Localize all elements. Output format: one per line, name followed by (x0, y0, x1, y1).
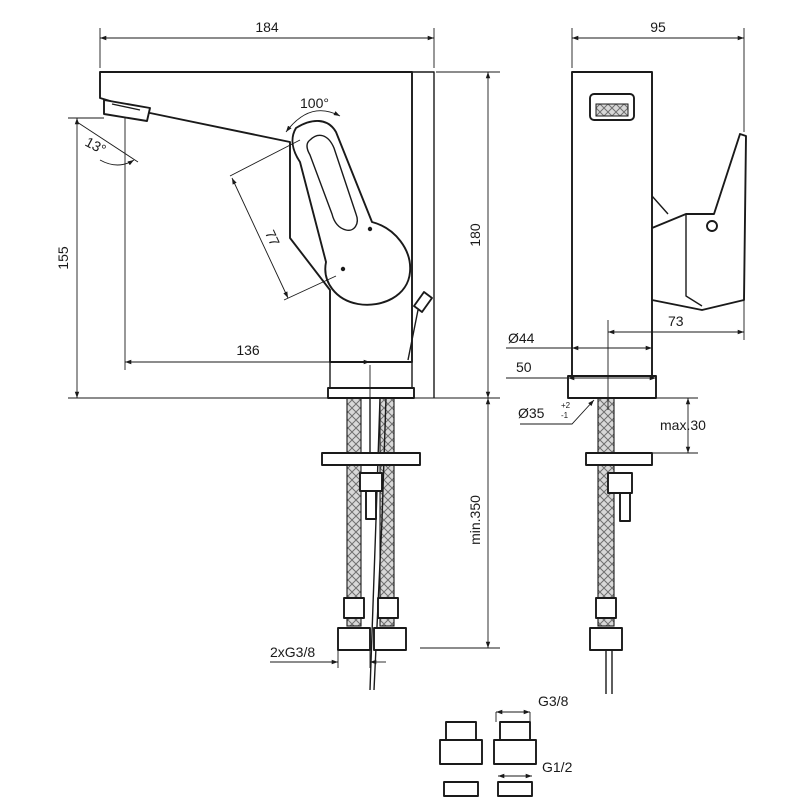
label-95: 95 (650, 19, 666, 35)
side-mounting-plate (585, 452, 653, 466)
dimension-labels: 184 95 100° 13° 77 155 180 136 min.350 2… (55, 19, 706, 775)
label-tol-upper: +2 (561, 401, 571, 410)
mounting-nut (359, 472, 383, 492)
side-lever (651, 133, 747, 311)
lever-pivot-dot (367, 226, 373, 232)
adapter-left-top (445, 721, 477, 741)
side-stud-end (619, 492, 631, 522)
label-77: 77 (262, 227, 283, 248)
hose-nut-left (337, 627, 371, 651)
hose-fitting-right (377, 597, 399, 619)
dim-line-77 (231, 177, 289, 299)
label-max-30: max.30 (660, 417, 706, 433)
side-body (571, 71, 653, 377)
label-50: 50 (516, 359, 532, 375)
lever-screw-dot (340, 266, 346, 272)
label-min-350: min.350 (467, 495, 483, 545)
front-view (99, 71, 435, 691)
adapter-right-stem (497, 781, 533, 797)
label-100-deg: 100° (300, 95, 329, 111)
label-180: 180 (467, 223, 483, 247)
side-mounting-nut (607, 472, 633, 494)
side-hose (597, 397, 615, 627)
label-2xg38: 2xG3/8 (270, 644, 315, 660)
mounting-plate (321, 452, 421, 466)
label-73: 73 (668, 313, 684, 329)
label-adapter-g12: G1/2 (542, 759, 573, 775)
dim-arc-13 (99, 159, 135, 166)
spout-angle-ref (76, 121, 139, 163)
label-diam-44: Ø44 (508, 330, 535, 346)
label-tol-lower: -1 (561, 411, 569, 420)
label-adapter-g38: G3/8 (538, 693, 569, 709)
drain-rod-stem (407, 309, 419, 361)
label-diam-35: Ø35 (518, 405, 545, 421)
adapter-right-body (493, 739, 537, 765)
dimension-lines (68, 28, 745, 779)
label-136: 136 (236, 342, 260, 358)
faucet-base (327, 387, 415, 399)
lever-slot (306, 134, 358, 231)
label-155: 155 (55, 246, 71, 270)
side-base (567, 375, 657, 399)
side-lever-screw (706, 220, 718, 232)
label-13-deg: 13° (83, 134, 109, 158)
side-aerator-mesh (595, 103, 629, 117)
dim-leader-35 (520, 399, 595, 425)
label-184: 184 (255, 19, 279, 35)
dim-arc-100 (285, 110, 341, 133)
mounting-stud-end (365, 490, 377, 520)
adapter-right-top (499, 721, 531, 741)
aerator-detail (111, 103, 141, 111)
drain-pull-rod (413, 291, 433, 313)
hose-fitting-left (343, 597, 365, 619)
side-body-chamfer (651, 72, 669, 215)
side-hose-nut (589, 627, 623, 651)
hose-nut-right (373, 627, 407, 651)
side-hose-fitting (595, 597, 617, 619)
front-hose-left (346, 397, 362, 627)
side-lever-inner (685, 214, 703, 307)
adapter-left-body (439, 739, 483, 765)
body-side-edge (412, 71, 435, 398)
adapter-fittings (439, 721, 537, 797)
adapter-left-stem (443, 781, 479, 797)
side-view (567, 71, 747, 694)
